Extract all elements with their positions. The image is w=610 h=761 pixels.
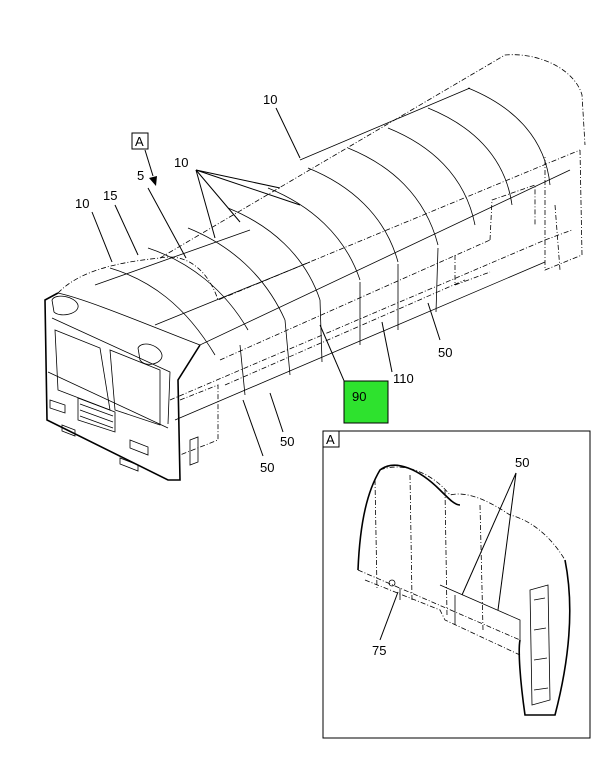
- svg-text:A: A: [135, 134, 144, 149]
- svg-text:A: A: [326, 432, 335, 447]
- callout-15[interactable]: 15: [103, 188, 117, 203]
- bus-body-drawing: [44, 54, 586, 481]
- inset-callout-labels: 50 75: [372, 455, 529, 658]
- view-marker-a[interactable]: A: [131, 132, 149, 150]
- callout-110[interactable]: 110: [393, 371, 414, 386]
- callout-50-inset[interactable]: 50: [515, 455, 529, 470]
- callout-75[interactable]: 75: [372, 643, 386, 658]
- inset-leader-lines: [379, 472, 517, 641]
- callout-50-right[interactable]: 50: [438, 345, 452, 360]
- callout-50-low[interactable]: 50: [260, 460, 274, 475]
- callout-labels: 10 10 10 15 5 110 50 50 50: [75, 92, 452, 475]
- inset-marker-a: A: [322, 430, 340, 448]
- callout-90-highlight[interactable]: 90: [343, 380, 389, 424]
- detail-inset-a: A: [322, 430, 591, 739]
- callout-10-top[interactable]: 10: [263, 92, 277, 107]
- svg-text:90: 90: [352, 389, 366, 404]
- callout-5[interactable]: 5: [137, 168, 144, 183]
- callout-10-mid[interactable]: 10: [174, 155, 188, 170]
- callout-50-mid[interactable]: 50: [280, 434, 294, 449]
- leader-lines: [91, 107, 441, 457]
- callout-10-left[interactable]: 10: [75, 196, 89, 211]
